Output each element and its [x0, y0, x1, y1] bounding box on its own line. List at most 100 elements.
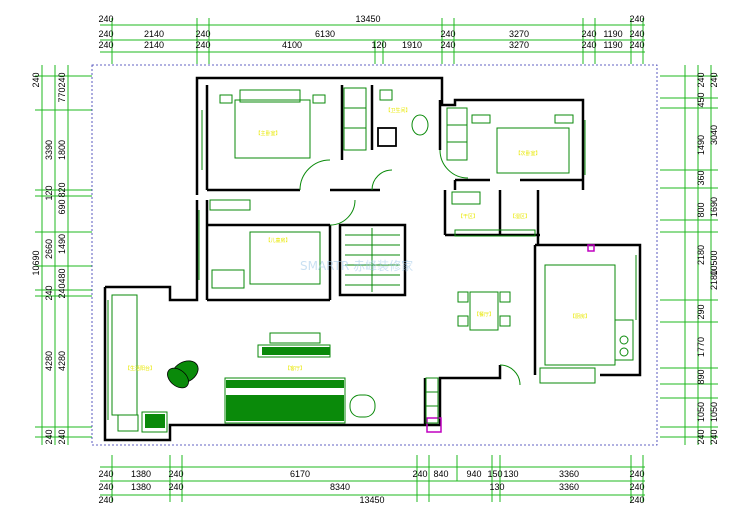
- dim-bot-r1-10: 240: [629, 469, 644, 479]
- dim-bot-total: 13450: [359, 495, 384, 505]
- dim-left-c1-2: 120: [44, 185, 54, 200]
- dim-bot-r2-5: 3360: [559, 482, 579, 492]
- dim-right-c2-0: 240: [696, 72, 706, 87]
- dim-right-c2-16: 1050: [696, 402, 706, 422]
- dim-left-c2-8: 4280: [57, 351, 67, 371]
- label-second-bedroom: 【次卧室】: [515, 150, 540, 157]
- sofa-fill: [145, 347, 344, 428]
- dim-top-r1-0: 240: [98, 29, 113, 39]
- label-living-room: 【客厅】: [285, 365, 305, 372]
- dim-bot-r2-6: 240: [629, 482, 644, 492]
- dim-top-r2-7: 3270: [509, 40, 529, 50]
- dim-bot-r2-1: 1380: [131, 482, 151, 492]
- room-labels: 【主卧室】 【次卧室】 【儿童房】 【卫生间】 【干区】 【湿区】 【餐厅】 【…: [125, 107, 590, 372]
- dim-right-c2-5: 360: [696, 170, 706, 185]
- dim-right-c2-1: 450: [696, 92, 706, 107]
- dim-bot-r3-1: 240: [629, 495, 644, 505]
- dim-bot-r1-3: 6170: [290, 469, 310, 479]
- toilet-icon: [379, 89, 393, 101]
- dim-top-r2-5: 1910: [402, 40, 422, 50]
- dim-bot-r1-6: 940: [466, 469, 481, 479]
- dim-left-c2-7: 240: [57, 283, 67, 298]
- dim-left-c1-5: 4280: [44, 351, 54, 371]
- furniture: [111, 87, 634, 433]
- dim-left-c1-3: 2660: [44, 239, 54, 259]
- sofa-icon: [224, 377, 346, 424]
- dimension-lines: [35, 18, 718, 502]
- dim-top-r2-2: 240: [195, 40, 210, 50]
- dim-top-r2-3: 4100: [282, 40, 302, 50]
- label-child-room: 【儿童房】: [265, 237, 290, 244]
- drawing-border: [91, 64, 658, 446]
- dimension-labels: 13450 240 240 240 2140 240 6130 240 3270…: [31, 14, 719, 505]
- dim-left-c2-6: 480: [57, 268, 67, 283]
- dim-left-c2-3: 690: [57, 199, 67, 214]
- label-kitchen: 【厨房】: [570, 313, 590, 320]
- dim-bot-r1-4: 240: [412, 469, 427, 479]
- dim-left-total: 10690: [31, 250, 41, 275]
- label-balcony: 【生活阳台】: [125, 365, 155, 372]
- dim-bot-r1-9: 3360: [559, 469, 579, 479]
- dim-right-c2-12: 1770: [696, 337, 706, 357]
- dim-right-c1-3: 1690: [709, 197, 719, 217]
- dim-right-total: 10500: [709, 250, 719, 275]
- dim-bot-r1-7: 150: [487, 469, 502, 479]
- dim-right-c2-10: 2180: [696, 245, 706, 265]
- kitchen-counter-icon: [544, 264, 616, 366]
- dim-left-c1-6: 240: [44, 429, 54, 444]
- dim-bot-r1-0: 240: [98, 469, 113, 479]
- dim-top-r2-8: 240: [581, 40, 596, 50]
- dim-top-total: 13450: [355, 14, 380, 24]
- dim-bot-r1-8: 130: [503, 469, 518, 479]
- dim-top-r0-0: 240: [98, 14, 113, 24]
- dim-right-c1-1: 3040: [709, 125, 719, 145]
- dim-right-c2-14: 890: [696, 369, 706, 384]
- dim-left-c2-5: 1490: [57, 234, 67, 254]
- dim-top-r1-4: 240: [440, 29, 455, 39]
- dim-top-r2-6: 240: [440, 40, 455, 50]
- dim-bot-r1-2: 240: [168, 469, 183, 479]
- dim-right-c2-7: 800: [696, 202, 706, 217]
- plant-icon: [167, 360, 199, 389]
- dim-top-r2-9: 1190: [603, 40, 622, 50]
- dim-right-c1-5: 2180: [709, 270, 719, 290]
- dim-left-c1-1: 3390: [44, 140, 54, 160]
- accent-marks: [426, 244, 595, 433]
- wardrobe-icon: [343, 87, 367, 151]
- dim-bot-r2-2: 240: [168, 482, 183, 492]
- dim-top-r2-10: 240: [629, 40, 644, 50]
- dim-top-r0-1: 240: [629, 14, 644, 24]
- basin-icon: [411, 114, 429, 136]
- dim-left-c1-0: 240: [31, 72, 41, 87]
- dim-left-c2-9: 240: [57, 429, 67, 444]
- dim-bot-r1-5: 840: [433, 469, 448, 479]
- dim-top-r1-5: 3270: [509, 29, 529, 39]
- dim-top-r1-1: 2140: [144, 29, 164, 39]
- dim-top-r1-7: 1190: [603, 29, 622, 39]
- dim-top-r2-0: 240: [98, 40, 113, 50]
- watermark-logo: SMARTR 赤峰装修家: [300, 258, 413, 273]
- master-bed-icon: [234, 99, 311, 159]
- dim-bot-r1-1: 1380: [131, 469, 151, 479]
- label-wet-area: 【湿区】: [510, 213, 530, 220]
- dim-top-r2-4: 120: [371, 40, 386, 50]
- dining-table-icon: [469, 291, 499, 331]
- label-dry-area: 【干区】: [458, 214, 478, 220]
- dim-left-c2-2: 1800: [57, 140, 67, 160]
- windows: [107, 110, 637, 420]
- dim-bot-r2-0: 240: [98, 482, 113, 492]
- dim-right-c2-4: 1490: [696, 135, 706, 155]
- dim-bot-r3-0: 240: [98, 495, 113, 505]
- dim-left-c2-1: 770: [57, 87, 67, 102]
- child-bed-icon: [249, 231, 321, 285]
- dim-right-c2-11: 290: [696, 304, 706, 319]
- dim-left-c2-0: 240: [57, 72, 67, 87]
- dim-right-c2-17: 240: [696, 429, 706, 444]
- label-bathroom: 【卫生间】: [385, 107, 410, 114]
- label-master-bedroom: 【主卧室】: [255, 130, 280, 137]
- dim-bot-r2-3: 8340: [330, 482, 350, 492]
- dim-top-r1-2: 240: [195, 29, 210, 39]
- dim-top-r1-8: 240: [629, 29, 644, 39]
- second-bed-icon: [496, 127, 570, 174]
- dim-left-c1-4: 240: [44, 285, 54, 300]
